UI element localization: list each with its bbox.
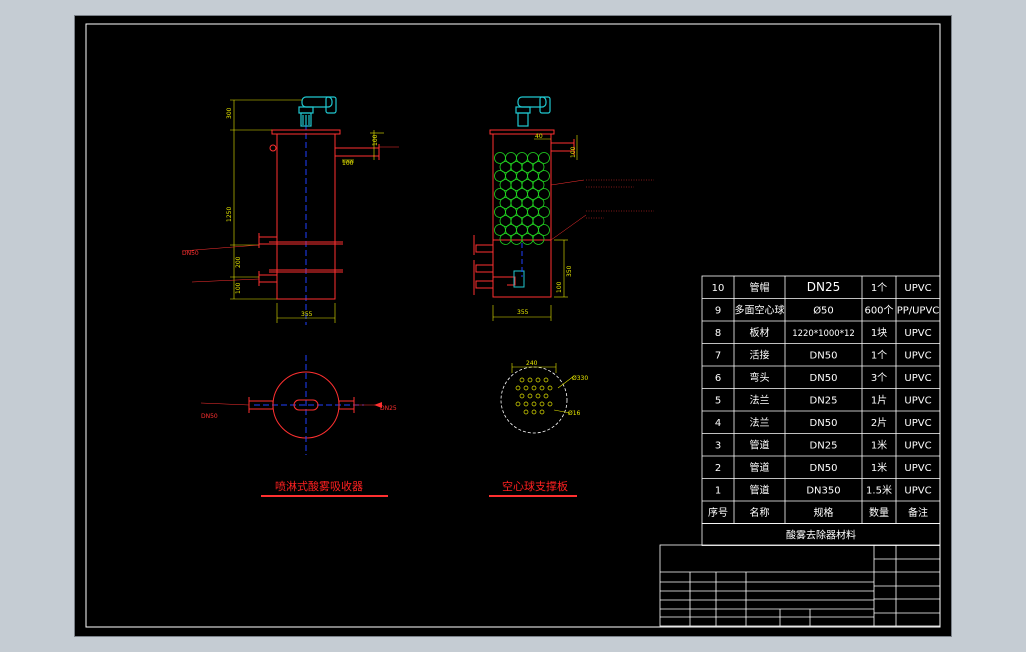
bom-cell-qty: 2片 xyxy=(871,416,887,429)
dim-height-body: 1250 xyxy=(226,207,233,222)
bom-caption: 酸雾去除器材料 xyxy=(786,529,856,542)
dim-right-lower: 350 xyxy=(566,265,573,277)
bom-cell-spec: Ø50 xyxy=(813,305,834,317)
dim-right-bottom: 100 xyxy=(556,281,563,293)
left-plan-view: DN50 DN25 xyxy=(200,355,397,455)
dim-right-top-offset: 40 xyxy=(535,133,543,140)
dim-height-bottom: 100 xyxy=(235,282,242,294)
bom-cell-name: 管道 xyxy=(750,484,770,497)
dim-height-lower: 200 xyxy=(235,256,242,268)
bom-cell-spec: DN25 xyxy=(810,441,838,452)
title-block xyxy=(659,544,941,627)
bom-cell-qty: 1米 xyxy=(871,439,887,452)
bom-cell-qty: 600个 xyxy=(864,305,893,317)
bom-cell-qty: 数量 xyxy=(869,506,889,519)
bom-cell-qty: 1片 xyxy=(871,394,887,407)
bom-cell-no: 5 xyxy=(715,396,721,407)
bom-cell-name: 管帽 xyxy=(750,281,770,294)
bom-cell-no: 6 xyxy=(715,373,721,384)
bom-cell-name: 法兰 xyxy=(750,416,770,429)
dim-right-top: 100 xyxy=(570,146,577,158)
plate-holes xyxy=(515,377,553,415)
bom-cell-spec: 1220*1000*12 xyxy=(792,329,855,339)
support-plate-view: 240 Ø330 Ø16 xyxy=(500,360,588,434)
title-left-drawing: 喷淋式酸雾吸收器 xyxy=(275,479,363,493)
dim-plate-width: 240 xyxy=(526,360,538,367)
bom-cell-name: 多面空心球 xyxy=(735,304,785,317)
bom-cell-no: 序号 xyxy=(708,506,728,519)
bom-cell-material: UPVC xyxy=(904,351,931,362)
right-elevation-view: 355 350 100 100 40 xyxy=(473,96,654,321)
dim-width-left: 355 xyxy=(301,311,313,318)
cad-drawing: 300 1250 200 100 355 100 100 DN50 DN50 D… xyxy=(85,23,941,628)
bom-cell-material: UPVC xyxy=(904,328,931,339)
left-elevation-view: 300 1250 200 100 355 100 100 DN50 xyxy=(181,96,399,325)
bom-cell-spec: DN25 xyxy=(807,280,841,294)
bom-cell-no: 9 xyxy=(715,306,721,317)
dim-height-top: 300 xyxy=(226,107,233,119)
top-elbow-fitting xyxy=(298,96,337,127)
bom-cell-name: 名称 xyxy=(750,506,770,519)
bom-cell-qty: 1个 xyxy=(871,350,887,362)
bom-cell-qty: 1个 xyxy=(871,282,887,294)
dim-outlet-side: 100 xyxy=(342,160,354,167)
right-top-elbow xyxy=(515,96,551,127)
bom-cell-material: UPVC xyxy=(904,283,931,294)
bom-cell-no: 4 xyxy=(715,418,721,429)
bom-cell-material: UPVC xyxy=(904,396,931,407)
title-right-drawing: 空心球支撑板 xyxy=(502,479,568,493)
bom-cell-material: UPVC xyxy=(904,463,931,474)
bom-cell-material: PP/UPVC xyxy=(897,306,940,317)
bom-cell-spec: DN50 xyxy=(810,351,838,362)
bom-cell-material: 备注 xyxy=(908,506,928,519)
dim-hole-dia: Ø16 xyxy=(568,410,581,417)
packing-balls xyxy=(494,152,550,245)
bom-cell-material: UPVC xyxy=(904,441,931,452)
bom-cell-qty: 3个 xyxy=(871,372,887,384)
bom-cell-spec: DN50 xyxy=(810,418,838,429)
bom-cell-qty: 1米 xyxy=(871,461,887,474)
bom-cell-material: UPVC xyxy=(904,418,931,429)
bom-cell-name: 法兰 xyxy=(750,394,770,407)
label-plan-inlet: DN50 xyxy=(201,413,218,420)
bom-cell-no: 3 xyxy=(715,441,721,452)
dim-inlet-side: 100 xyxy=(372,134,379,146)
label-plan-outlet: DN25 xyxy=(380,405,397,412)
bom-cell-no: 10 xyxy=(712,283,725,294)
bom-cell-name: 活接 xyxy=(750,349,770,362)
bom-cell-no: 7 xyxy=(715,351,721,362)
dim-plate-dia: Ø330 xyxy=(572,375,588,382)
dim-width-right: 355 xyxy=(517,309,529,316)
bom-cell-no: 8 xyxy=(715,328,721,339)
bom-cell-material: UPVC xyxy=(904,486,931,497)
label-inlet-left: DN50 xyxy=(182,250,199,257)
bom-cell-material: UPVC xyxy=(904,373,931,384)
bom-cell-name: 弯头 xyxy=(750,371,770,384)
bom-cell-spec: 规格 xyxy=(814,506,834,519)
bom-cell-no: 2 xyxy=(715,463,721,474)
bom-cell-name: 管道 xyxy=(750,461,770,474)
bom-cell-name: 板材 xyxy=(750,326,770,339)
bom-cell-name: 管道 xyxy=(750,439,770,452)
bom-cell-spec: DN50 xyxy=(810,373,838,384)
bom-cell-qty: 1.5米 xyxy=(866,484,892,497)
drawing-sheet xyxy=(74,15,952,637)
bom-cell-qty: 1块 xyxy=(871,327,887,339)
bom-cell-spec: DN25 xyxy=(810,396,838,407)
bom-cell-no: 1 xyxy=(715,486,721,497)
bom-cell-spec: DN350 xyxy=(806,486,840,497)
bom-cell-spec: DN50 xyxy=(810,463,838,474)
